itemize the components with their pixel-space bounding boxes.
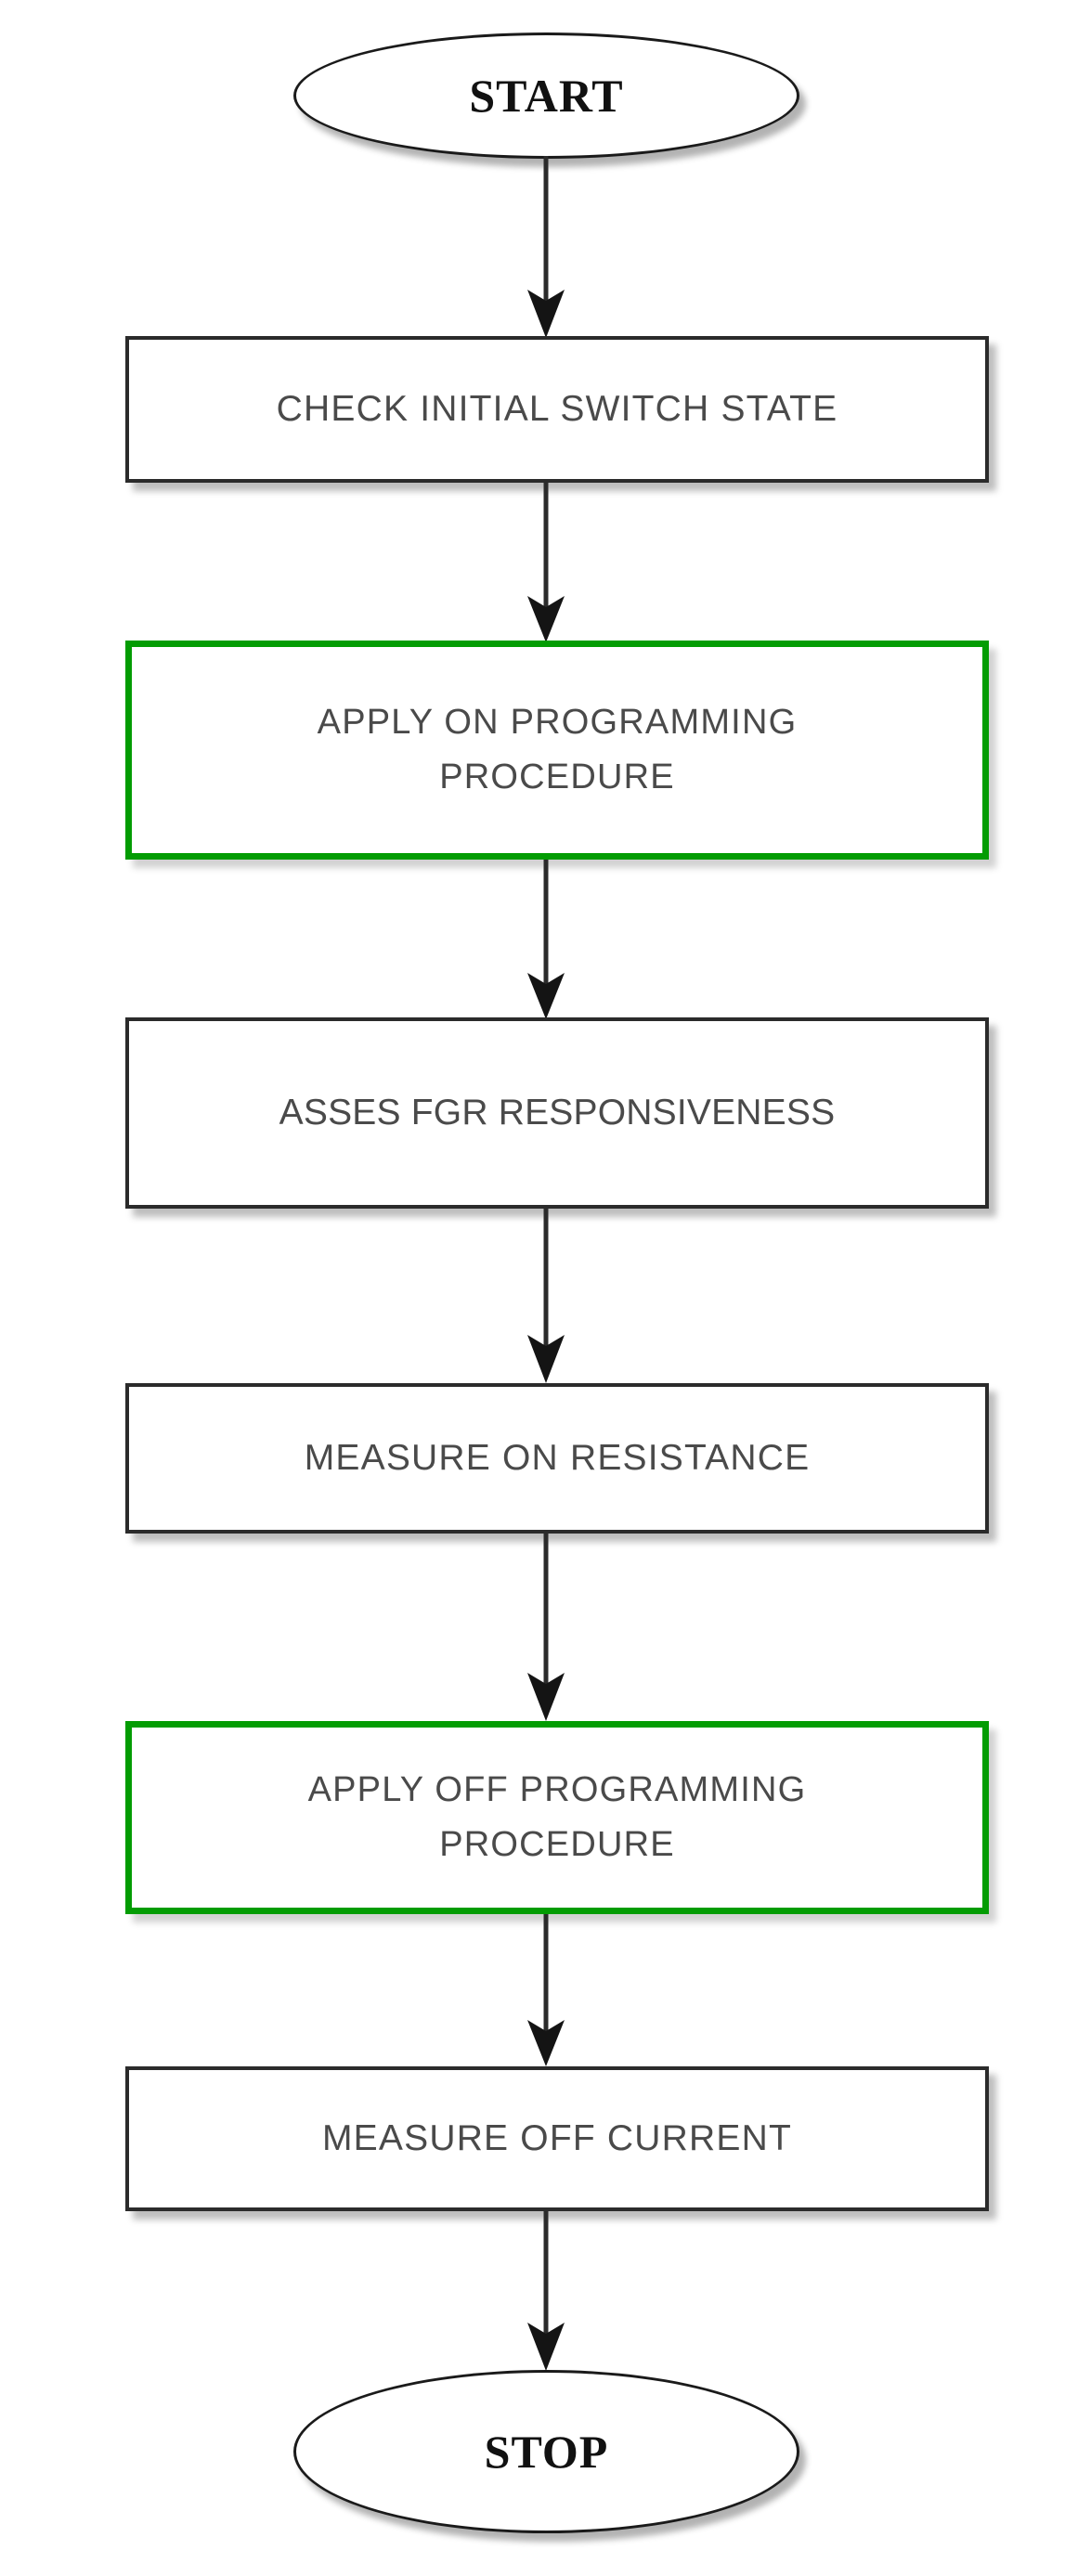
- node-asses-fgr-responsiveness-label: ASSES FGR RESPONSIVENESS: [279, 1092, 836, 1133]
- edge-asses-fgr-responsiveness-to-measure-on-resistance: [518, 1209, 574, 1383]
- edge-start-to-check-initial-switch-state: [518, 156, 574, 338]
- node-apply-off-programming-procedure[interactable]: APPLY OFF PROGRAMMING PROCEDURE: [125, 1721, 989, 1914]
- node-apply-on-programming-procedure[interactable]: APPLY ON PROGRAMMING PROCEDURE: [125, 641, 989, 860]
- node-start-label: START: [469, 70, 624, 122]
- node-apply-off-programming-procedure-label: APPLY OFF PROGRAMMING PROCEDURE: [307, 1770, 807, 1864]
- node-stop[interactable]: STOP: [293, 2370, 799, 2533]
- edge-check-initial-switch-state-to-apply-on-programming-procedure: [518, 483, 574, 642]
- node-measure-on-resistance[interactable]: MEASURE ON RESISTANCE: [125, 1383, 989, 1534]
- node-stop-label: STOP: [484, 2426, 609, 2478]
- node-start[interactable]: START: [293, 32, 799, 159]
- node-measure-off-current[interactable]: MEASURE OFF CURRENT: [125, 2066, 989, 2211]
- edge-measure-off-current-to-stop: [518, 2211, 574, 2371]
- edge-measure-on-resistance-to-apply-off-programming-procedure: [518, 1534, 574, 1721]
- edge-apply-on-programming-procedure-to-asses-fgr-responsiveness: [518, 860, 574, 1019]
- node-measure-on-resistance-label: MEASURE ON RESISTANCE: [304, 1437, 811, 1478]
- node-measure-off-current-label: MEASURE OFF CURRENT: [322, 2117, 792, 2158]
- node-asses-fgr-responsiveness[interactable]: ASSES FGR RESPONSIVENESS: [125, 1017, 989, 1209]
- node-check-initial-switch-state-label: CHECK INITIAL SWITCH STATE: [276, 388, 838, 429]
- node-check-initial-switch-state[interactable]: CHECK INITIAL SWITCH STATE: [125, 336, 989, 483]
- edge-apply-off-programming-procedure-to-measure-off-current: [518, 1914, 574, 2066]
- node-apply-on-programming-procedure-label: APPLY ON PROGRAMMING PROCEDURE: [317, 703, 798, 796]
